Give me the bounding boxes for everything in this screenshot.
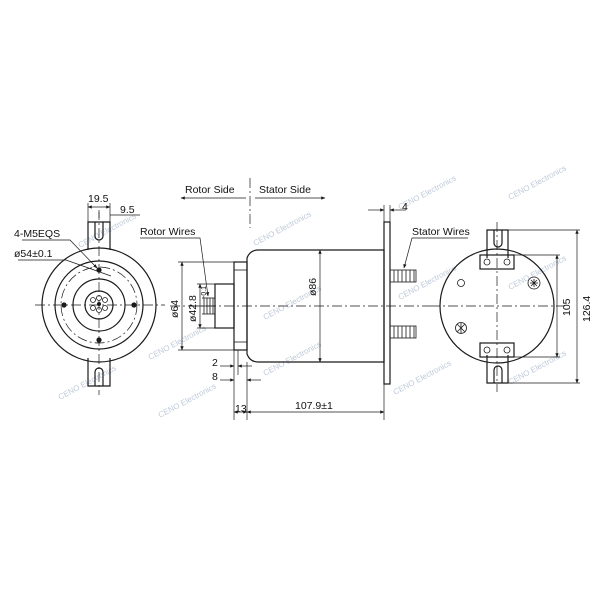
watermark-text: CENO Electronics	[397, 264, 458, 302]
dim-phi42: ø42.8	[187, 295, 199, 322]
dim-107-9: 107.9±1	[295, 400, 333, 412]
dim-phi86: ø86	[307, 278, 319, 296]
watermark-text: CENO Electronics	[147, 324, 208, 362]
dim-13: 13	[235, 403, 247, 415]
right-port-bundle-2	[455, 322, 467, 334]
watermark-text: CENO Electronics	[252, 210, 313, 248]
watermark-text: CENO Electronics	[507, 254, 568, 292]
watermark-text: CENO Electronics	[57, 364, 118, 402]
right-top-tab-slot	[493, 230, 503, 248]
left-end-view	[18, 203, 165, 395]
dim-phi64: ø64	[169, 300, 181, 318]
label-pcd: ø54±0.1	[14, 248, 53, 260]
stator-wires-upper	[389, 269, 417, 283]
left-top-tab-slot	[94, 222, 104, 241]
dim-19-5: 19.5	[88, 193, 109, 205]
right-top-tab	[486, 229, 509, 258]
dim-4: 4	[402, 201, 408, 213]
dim-2: 2	[212, 357, 218, 369]
stator-end-plate	[383, 221, 391, 385]
dim-105: 105	[561, 298, 573, 316]
label-thread: 4-M5EQS	[14, 228, 60, 240]
label-rotor-side: Rotor Side	[185, 184, 235, 196]
watermark-text: CENO Electronics	[392, 359, 453, 397]
dim-8: 8	[212, 371, 218, 383]
dim-9-5: 9.5	[120, 204, 135, 216]
watermark-text: CENO Electronics	[77, 212, 138, 250]
label-stator-wires: Stator Wires	[412, 226, 470, 238]
side-view	[140, 178, 468, 420]
label-rotor-wires: Rotor Wires	[140, 226, 195, 238]
right-end-view	[430, 222, 580, 392]
left-top-tab	[87, 221, 111, 250]
watermark-text: CENO Electronics	[507, 164, 568, 202]
watermark-text: CENO Electronics	[507, 349, 568, 387]
left-mount-hole	[61, 302, 67, 308]
label-stator-side: Stator Side	[259, 184, 311, 196]
watermark-text: CENO Electronics	[157, 382, 218, 420]
right-bottom-tab-slot	[493, 365, 503, 383]
dim-phi42-tol: -0.1	[201, 286, 208, 298]
dim-126-4: 126.4	[581, 296, 593, 322]
right-port-small	[457, 279, 465, 287]
right-port-bundle	[527, 276, 541, 290]
stator-wires-lower	[389, 325, 417, 339]
watermark-text: CENO Electronics	[262, 340, 323, 378]
right-bottom-tab	[486, 355, 509, 384]
